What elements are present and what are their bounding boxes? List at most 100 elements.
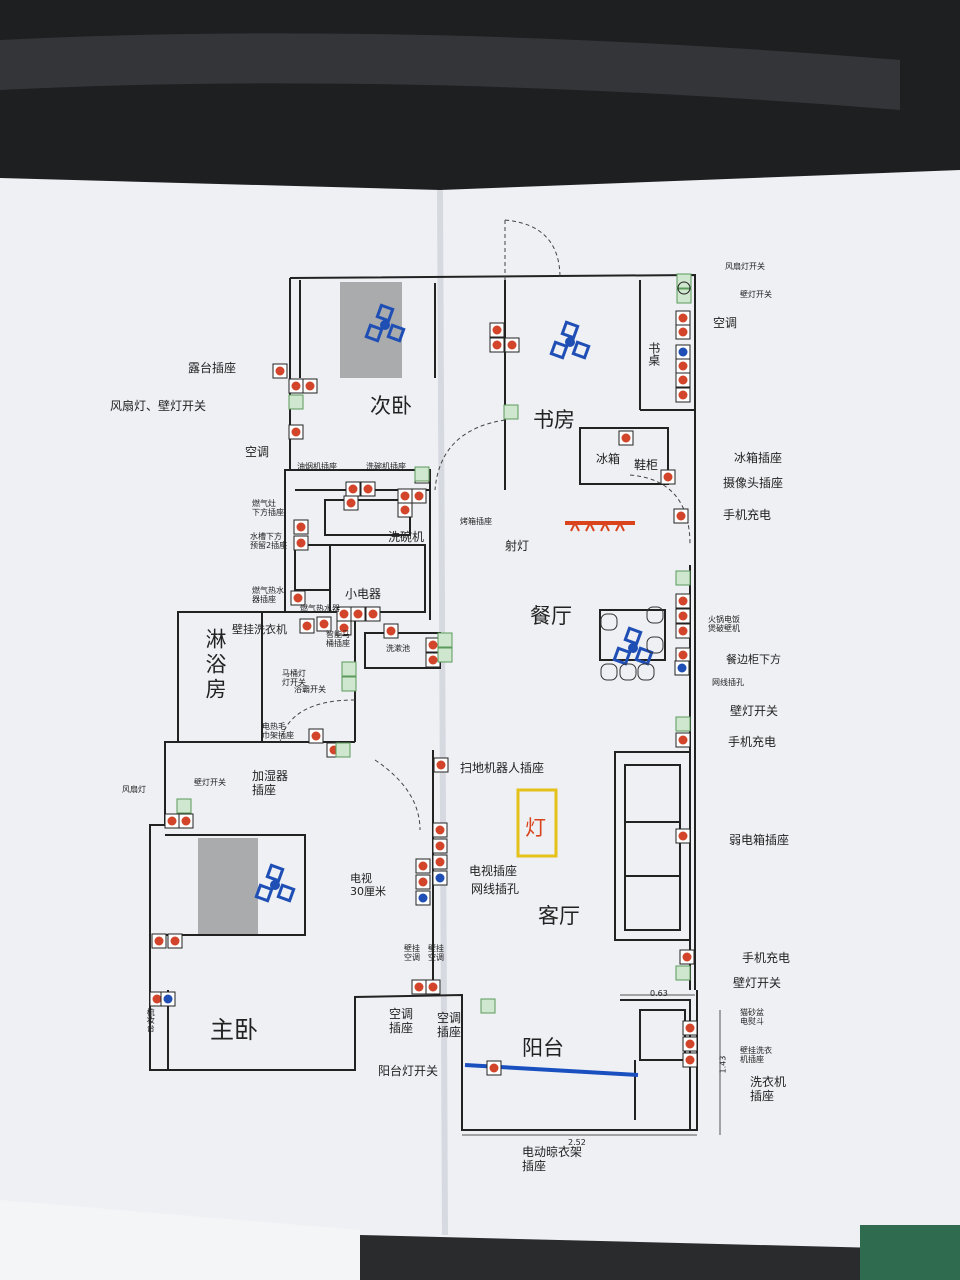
- callout-oven-socket: 烤箱插座: [460, 517, 492, 526]
- socket-icon: [678, 831, 688, 841]
- spotlight-icon: [615, 522, 625, 532]
- network-port-icon: [418, 893, 428, 903]
- socket-icon: [319, 619, 329, 629]
- socket-icon: [296, 522, 306, 532]
- socket-icon: [418, 861, 428, 871]
- socket-icon: [682, 952, 692, 962]
- switch-icon: [675, 716, 691, 732]
- socket-icon: [339, 623, 349, 633]
- wash-basin-label: 洗漱池: [386, 644, 410, 653]
- room-shower: 淋浴房: [203, 628, 227, 703]
- socket-icon: [678, 327, 688, 337]
- switch-icon: [437, 632, 453, 648]
- socket-icon: [400, 505, 410, 515]
- socket-icon: [170, 936, 180, 946]
- socket-icon: [339, 609, 349, 619]
- callout-dishwasher-socket: 洗碗机插座: [366, 462, 406, 471]
- green-object: [860, 1225, 960, 1280]
- ceiling-fan-icon: [565, 337, 575, 347]
- socket-icon: [152, 994, 162, 1004]
- socket-icon: [678, 735, 688, 745]
- light-label: 灯: [525, 816, 546, 840]
- paper-sheet: [0, 170, 960, 1250]
- dining-chair-icon: [637, 663, 655, 681]
- room-study: 书房: [533, 408, 575, 432]
- callout-ac-second-bedroom: 空调: [245, 445, 270, 459]
- room-living: 客厅: [538, 904, 580, 928]
- socket-icon: [435, 841, 445, 851]
- ceiling-fan-icon: [270, 880, 280, 890]
- dimension-lines: [462, 994, 721, 1136]
- ceiling-fan-blade-icon: [265, 863, 285, 883]
- socket-icon: [291, 381, 301, 391]
- dining-chair-icon: [619, 663, 637, 681]
- ceiling-fan-icon: [380, 320, 390, 330]
- callout-network-port-dining: 网线插孔: [712, 678, 744, 687]
- spotlight-icon: [600, 522, 610, 532]
- callout-terrace-socket: 露台插座: [188, 361, 237, 375]
- socket-icon: [311, 731, 321, 741]
- ceiling-fan-blade-icon: [612, 646, 632, 666]
- ceiling-fan-blade-icon: [254, 883, 274, 903]
- switch-icon: [675, 965, 691, 981]
- callout-tv-height: 电视 30厘米: [350, 872, 386, 898]
- callout-smart-toilet-socket: 智能马 桶插座: [326, 630, 350, 649]
- light-box: [516, 788, 558, 858]
- shoe-cabinet-label: 鞋柜: [634, 458, 659, 472]
- callout-phone-charge-living: 手机充电: [742, 951, 791, 965]
- callout-camera-socket: 摄像头插座: [723, 476, 784, 490]
- socket-icon: [296, 538, 306, 548]
- socket-icon: [436, 760, 446, 770]
- dishwasher-label: 洗碗机: [388, 530, 425, 544]
- switch-icon: [414, 466, 430, 482]
- door-arcs: [279, 219, 691, 831]
- desk-label: 书桌: [646, 342, 661, 366]
- callout-ac-socket-1: 空调 插座: [389, 1007, 414, 1035]
- socket-icon: [305, 381, 315, 391]
- callout-range-hood-socket: 油烟机插座: [297, 462, 337, 471]
- socket-icon: [685, 1023, 695, 1033]
- network-port-icon: [163, 994, 173, 1004]
- socket-icon: [685, 1039, 695, 1049]
- socket-icon: [676, 511, 686, 521]
- ceiling-fan-blade-icon: [276, 883, 296, 903]
- callout-balcony-light-switch: 阳台灯开关: [378, 1064, 439, 1078]
- callout-wall-washer: 壁挂洗衣机: [232, 623, 287, 636]
- socket-icon: [678, 390, 688, 400]
- callout-wall-ac-1: 壁挂 空调: [404, 944, 420, 963]
- socket-icon: [663, 472, 673, 482]
- switch-icon: [335, 742, 351, 758]
- other-papers: [0, 1200, 360, 1280]
- socket-icon: [181, 816, 191, 826]
- socket-icon: [621, 433, 631, 443]
- room-dining: 餐厅: [530, 604, 572, 628]
- socket-icon: [302, 621, 312, 631]
- socket-icon: [167, 816, 177, 826]
- bed-second-bedroom: [340, 282, 402, 378]
- callout-litter-iron: 猫砂盆 电熨斗: [740, 1008, 764, 1027]
- ceiling-fan-icon: [628, 643, 638, 653]
- socket-icon: [418, 877, 428, 887]
- fan-light-switch-icon: [677, 281, 691, 295]
- switch-icon: [437, 647, 453, 663]
- callout-sink-sockets: 水槽下方 预留2插座: [250, 532, 288, 551]
- switch-icon: [176, 798, 192, 814]
- dining-chair-icon: [600, 663, 618, 681]
- room-balcony: 阳台: [522, 1036, 564, 1060]
- socket-icon: [348, 484, 358, 494]
- ceiling-fan-blade-icon: [375, 303, 395, 323]
- socket-icon: [428, 982, 438, 992]
- dim-height-right: 1.43: [718, 1055, 728, 1074]
- socket-icon: [678, 375, 688, 385]
- socket-icon: [492, 340, 502, 350]
- dim-width-top: 0.63: [650, 989, 668, 998]
- socket-icon: [507, 340, 517, 350]
- socket-icon: [386, 626, 396, 636]
- callout-bath-heater-switch: 浴霸开关: [294, 685, 326, 694]
- room-master-bedroom: 主卧: [210, 1016, 258, 1044]
- socket-icon: [685, 1055, 695, 1065]
- callout-spotlight: 射灯: [505, 539, 530, 553]
- switch-icon: [480, 998, 496, 1014]
- callout-sideboard-below: 餐边柜下方: [726, 653, 781, 666]
- socket-icon: [291, 427, 301, 437]
